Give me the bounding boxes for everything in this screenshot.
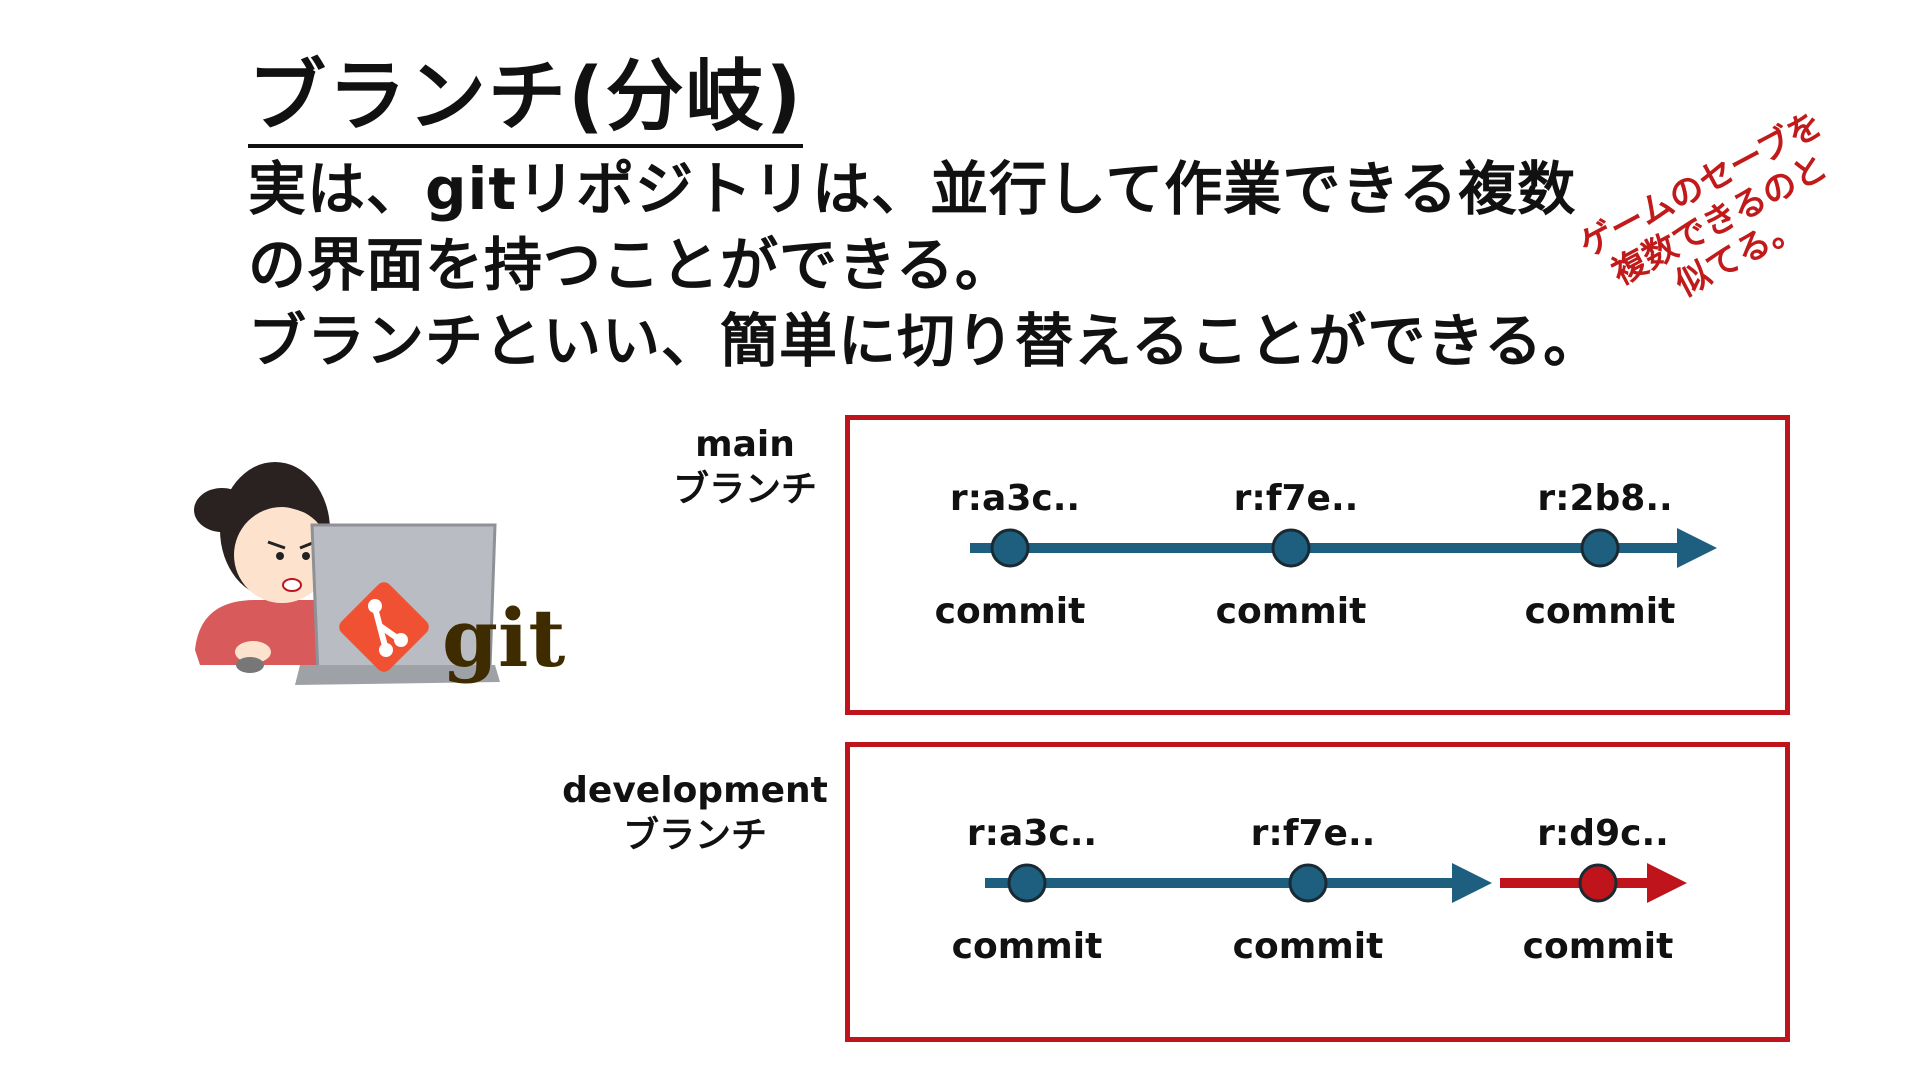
main-commit-hash-2: r:f7e.. xyxy=(1234,478,1359,519)
page-title: ブランチ(分岐) xyxy=(248,58,804,148)
main-branch-label: main ブランチ xyxy=(660,422,830,512)
main-commit-node-3 xyxy=(1580,528,1620,568)
main-commit-node-2 xyxy=(1271,528,1311,568)
mouth xyxy=(282,578,302,592)
development-commit-label-3: commit xyxy=(1523,926,1674,967)
main-commit-hash-1: r:a3c.. xyxy=(950,478,1080,519)
main-commit-node-1 xyxy=(990,528,1030,568)
development-branch-label: development ブランチ xyxy=(560,768,830,858)
body-line-2: の界面を持つことができる。 xyxy=(248,231,1014,299)
bangs xyxy=(232,488,320,530)
body-line-3: ブランチといい、簡単に切り替えることができる。 xyxy=(248,307,1603,375)
eyebrow-left xyxy=(267,540,286,550)
development-branch-name: development xyxy=(562,770,828,811)
mouse xyxy=(236,657,264,673)
git-logo-node-bottom xyxy=(379,643,393,657)
main-branch-box xyxy=(845,415,1790,715)
development-commit-label-1: commit xyxy=(952,926,1103,967)
hand xyxy=(235,641,271,663)
main-commit-label-1: commit xyxy=(935,591,1086,632)
git-logo-node-side xyxy=(394,633,408,647)
main-commit-label-3: commit xyxy=(1525,591,1676,632)
development-commit-hash-2: r:f7e.. xyxy=(1251,813,1376,854)
main-commit-label-2: commit xyxy=(1216,591,1367,632)
development-commit-label-2: commit xyxy=(1233,926,1384,967)
git-logo: git xyxy=(339,582,565,685)
laptop-base xyxy=(295,665,500,685)
development-commit-node-1 xyxy=(1007,863,1047,903)
development-commit-node-3 xyxy=(1578,863,1618,903)
body-line-1: 実は、gitリポジトリは、並行して作業できる複数 xyxy=(248,155,1577,223)
development-branch-lane: r:a3c.. commit r:f7e.. commit r:d9c.. commit xyxy=(952,813,1687,967)
eye-right xyxy=(302,552,310,560)
main-commit-hash-3: r:2b8.. xyxy=(1537,478,1672,519)
main-branch-lane: r:a3c.. commit r:f7e.. commit r:2b8.. commit xyxy=(935,478,1717,632)
development-branch-box xyxy=(845,742,1790,1042)
main-branch-name: main xyxy=(695,424,795,465)
development-commit-hash-3: r:d9c.. xyxy=(1537,813,1669,854)
development-commit-hash-1: r:a3c.. xyxy=(967,813,1097,854)
development-branch-suffix: ブランチ xyxy=(622,815,767,856)
eye-left xyxy=(276,552,284,560)
development-commit-node-2 xyxy=(1288,863,1328,903)
main-branch-suffix: ブランチ xyxy=(672,469,817,510)
git-logo-node-top xyxy=(368,599,382,613)
git-logo-text: git xyxy=(442,591,565,685)
